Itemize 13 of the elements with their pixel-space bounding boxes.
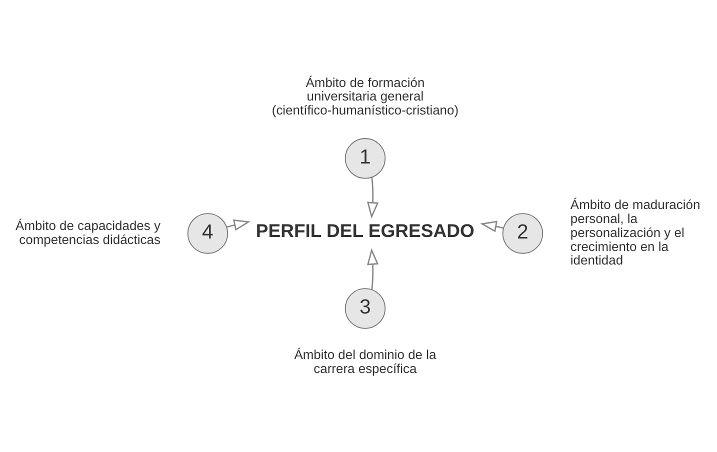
- node-circle: 4: [187, 212, 228, 254]
- node-text: PERFIL DEL EGRESADO: [256, 220, 474, 241]
- node-circle: 2: [502, 212, 544, 254]
- arrow: [366, 248, 379, 290]
- node-label: Ámbito de capacidades y competencias didácticas: [16, 217, 160, 246]
- node-label: Ámbito de maduración personal, la personalización y el crecimiento en la identidad: [570, 196, 700, 268]
- arrow: [226, 218, 250, 230]
- node-circle: 1: [344, 138, 386, 178]
- node-label: Ámbito del dominio de la carrera específica: [294, 346, 436, 376]
- arrow: [480, 220, 504, 232]
- arrow: [366, 176, 379, 218]
- node-circle: 3: [344, 288, 386, 328]
- node-label: Ámbito de formación universitaria general (científico-humanístico-cristiano): [272, 74, 459, 118]
